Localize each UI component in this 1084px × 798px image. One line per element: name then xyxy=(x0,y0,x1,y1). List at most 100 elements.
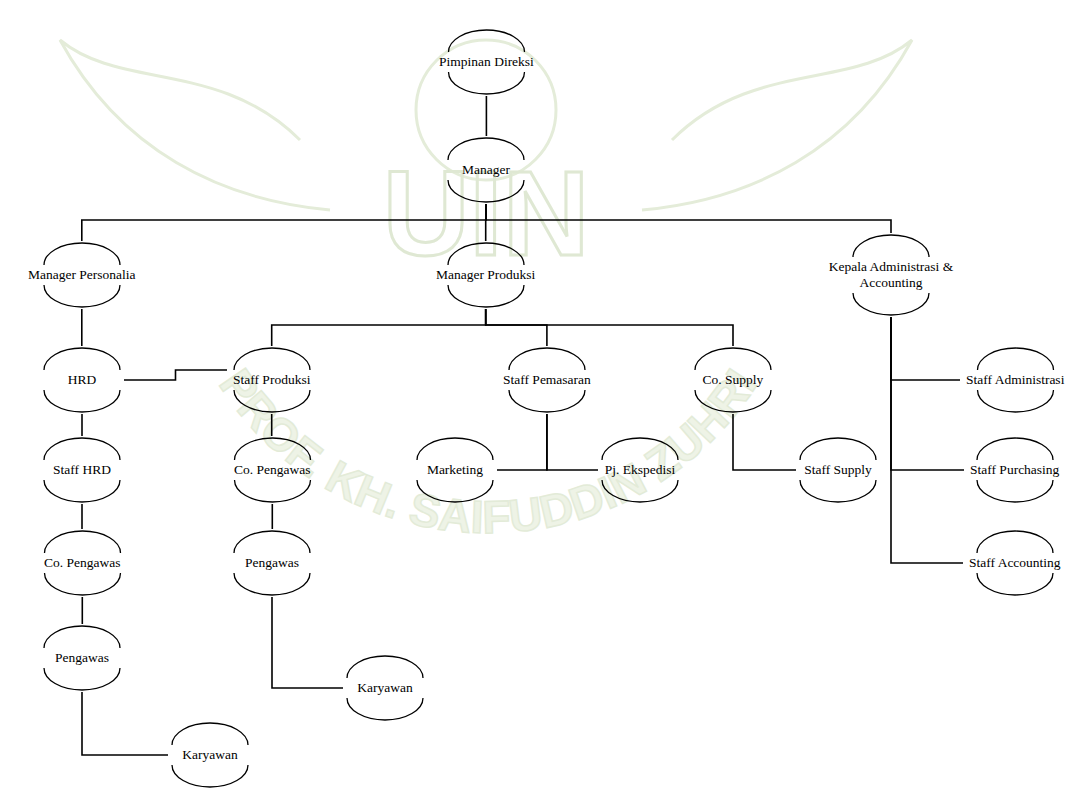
node-arc xyxy=(44,438,120,460)
node-arc xyxy=(977,480,1053,502)
org-node: Karyawan xyxy=(168,721,252,789)
node-label: Staff Supply xyxy=(802,462,874,478)
org-connector xyxy=(82,692,168,755)
watermark-arc-text: PROF. KH. SAIFUDDIN ZUHRI xyxy=(210,360,767,544)
org-node: Staff Pemasaran xyxy=(497,346,597,414)
watermark-wing xyxy=(60,40,330,210)
node-arc xyxy=(977,573,1053,595)
node-arc xyxy=(449,72,525,94)
org-node: Manager Personalia xyxy=(22,241,142,309)
node-arc xyxy=(417,438,493,460)
org-node: Manager Produksi xyxy=(430,241,541,309)
watermark-text: PROF. KH. SAIFUDDIN ZUHRI xyxy=(210,360,767,544)
node-arc xyxy=(800,480,876,502)
node-label: Co. Pengawas xyxy=(234,462,311,478)
node-arc xyxy=(695,348,771,370)
node-arc xyxy=(45,531,121,553)
org-node: Co. Supply xyxy=(691,346,775,414)
node-label: Co. Pengawas xyxy=(44,555,121,571)
node-arc xyxy=(44,390,120,412)
node-arc xyxy=(44,285,120,307)
node-arc xyxy=(234,390,310,412)
org-connector xyxy=(272,309,486,346)
org-connector xyxy=(271,414,273,436)
node-arc xyxy=(44,243,120,265)
node-arc xyxy=(978,348,1054,370)
org-node: Staff Purchasing xyxy=(964,436,1065,504)
node-arc xyxy=(853,235,929,257)
node-label: Marketing xyxy=(419,462,491,478)
org-connector xyxy=(486,309,547,346)
org-connector xyxy=(547,414,598,470)
org-node: Staff HRD xyxy=(40,436,124,504)
node-arc xyxy=(234,573,310,595)
org-node: HRD xyxy=(40,346,124,414)
node-arc xyxy=(695,390,771,412)
node-label: Pengawas xyxy=(236,555,308,571)
node-label: Pimpinan Direksi xyxy=(439,54,534,70)
org-node: Karyawan xyxy=(343,654,427,722)
node-label: Manager Personalia xyxy=(28,267,136,283)
org-node: Pengawas xyxy=(40,624,124,692)
org-node: Manager xyxy=(444,136,528,204)
org-connector xyxy=(486,309,733,346)
node-arc xyxy=(347,698,423,720)
node-arc xyxy=(449,30,525,52)
node-arc xyxy=(417,480,493,502)
org-connector xyxy=(891,317,963,563)
org-node: Kepala Administrasi & Accounting xyxy=(815,233,967,317)
org-connector xyxy=(891,317,964,470)
node-arc xyxy=(800,438,876,460)
org-node: Co. Pengawas xyxy=(38,529,127,597)
node-arc xyxy=(45,573,121,595)
org-node: Co. Pengawas xyxy=(228,436,317,504)
node-arc xyxy=(44,348,120,370)
org-connector xyxy=(271,504,273,529)
node-arc xyxy=(234,348,310,370)
node-arc xyxy=(978,390,1054,412)
node-arc xyxy=(602,438,678,460)
node-arc xyxy=(347,656,423,678)
org-connector xyxy=(82,597,84,624)
node-arc xyxy=(853,293,929,315)
node-arc xyxy=(44,626,120,648)
node-label: HRD xyxy=(46,372,118,388)
node-label: Staff Pemasaran xyxy=(503,372,591,388)
node-label: Pj. Ekspedisi xyxy=(604,462,676,478)
node-arc xyxy=(234,531,310,553)
node-arc xyxy=(448,285,524,307)
node-label: Kepala Administrasi & Accounting xyxy=(821,259,961,291)
org-connector xyxy=(486,96,488,136)
org-connector xyxy=(81,309,83,346)
org-node: Staff Supply xyxy=(796,436,880,504)
node-arc xyxy=(448,180,524,202)
node-label: Staff Produksi xyxy=(233,372,310,388)
node-label: Pengawas xyxy=(46,650,118,666)
org-node: Pj. Ekspedisi xyxy=(598,436,682,504)
org-connector xyxy=(81,504,83,529)
node-label: Karyawan xyxy=(349,680,421,696)
node-arc xyxy=(44,668,120,690)
node-arc xyxy=(977,531,1053,553)
node-label: Karyawan xyxy=(174,747,246,763)
node-arc xyxy=(235,438,311,460)
org-connector xyxy=(891,317,960,380)
node-arc xyxy=(509,348,585,370)
node-label: Staff Accounting xyxy=(969,555,1061,571)
node-arc xyxy=(235,480,311,502)
org-connector xyxy=(82,204,486,241)
org-node: Marketing xyxy=(413,436,497,504)
node-label: Manager Produksi xyxy=(436,267,535,283)
org-node: Staff Produksi xyxy=(227,346,316,414)
org-connector xyxy=(497,414,547,470)
node-arc xyxy=(448,243,524,265)
node-arc xyxy=(509,390,585,412)
node-label: Manager xyxy=(450,162,522,178)
node-arc xyxy=(172,765,248,787)
org-connector xyxy=(272,597,343,688)
node-arc xyxy=(977,438,1053,460)
org-connector xyxy=(486,204,891,233)
node-label: Staff Administrasi xyxy=(966,372,1064,388)
org-node: Staff Administrasi xyxy=(960,346,1070,414)
